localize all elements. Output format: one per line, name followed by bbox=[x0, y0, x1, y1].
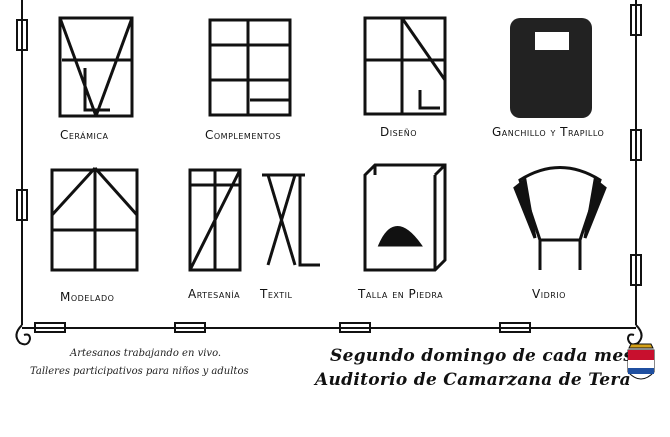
craft-label-ceramica: Cerámica bbox=[60, 128, 109, 142]
ceramica-icon bbox=[58, 16, 134, 118]
craft-label-complementos: Complementos bbox=[205, 128, 282, 142]
craft-label-textil: Textil bbox=[260, 287, 293, 301]
diseno-icon bbox=[363, 16, 447, 116]
craft-label-modelado: Modelado bbox=[60, 290, 115, 304]
craft-label-artesania: Artesanía bbox=[188, 287, 241, 301]
event-line-2: Auditorio de Camarzana de Tera bbox=[315, 370, 631, 390]
textil-icon bbox=[262, 173, 320, 267]
vidrio-icon bbox=[513, 166, 607, 270]
artesania-icon bbox=[188, 168, 242, 272]
modelado-icon bbox=[50, 166, 139, 272]
note-line-2: Talleres participativos para niños y adu… bbox=[30, 366, 249, 377]
note-line-1: Artesanos trabajando en vivo. bbox=[70, 348, 222, 359]
talla-icon bbox=[363, 163, 447, 272]
coat-of-arms-icon bbox=[627, 343, 655, 380]
craft-label-talla: Talla en Piedra bbox=[358, 287, 444, 301]
complementos-icon bbox=[208, 18, 292, 117]
event-line-1: Segundo domingo de cada mes bbox=[330, 346, 634, 366]
craft-label-diseno: Diseño bbox=[380, 125, 418, 139]
ganchillo-icon bbox=[510, 18, 592, 118]
craft-label-vidrio: Vidrio bbox=[532, 287, 566, 301]
craft-label-ganchillo: Ganchillo y Trapillo bbox=[492, 125, 605, 139]
